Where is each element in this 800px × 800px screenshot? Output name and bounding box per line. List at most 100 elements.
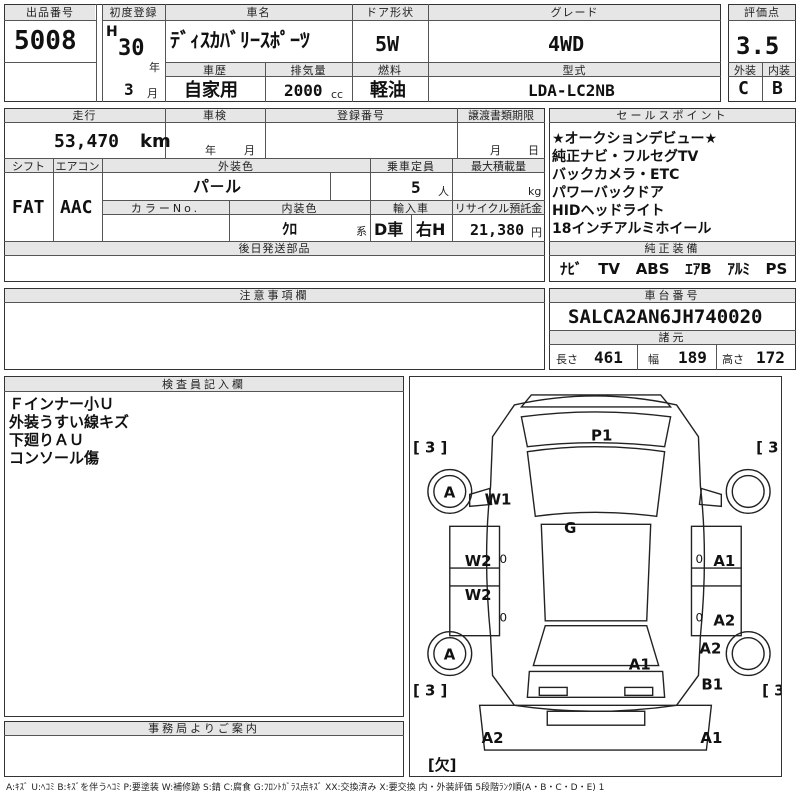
displacement: 2000 [284,81,323,100]
inspector-note-line: コンソール傷 [9,449,100,467]
car-outline-diagram: [ 3 ] [ 3 ] [ 3 ] [ 3 ] [欠] P1 G W1 W2 W… [413,394,781,774]
tire-depth-fl: [ 3 ] [413,439,447,457]
sales-point-line: 純正ナビ・フルセグTV [552,149,699,165]
transfer-label: 譲渡書類期限 [468,109,534,122]
mark-a1-rear: A1 [629,655,651,673]
width-label: 幅 [648,353,659,366]
chassis-number: SALCA2AN6JH740020 [568,306,763,328]
equipment-item: ﾅﾋﾞ [560,260,583,278]
mark-g: G [564,519,576,537]
cc-unit: cc [331,88,344,101]
year-unit: 年 [149,61,160,74]
inspection-label: 車検 [203,109,227,122]
equipment-list: ﾅﾋﾞ TV ABS ｴｱB ｱﾙﾐ PS PW [560,262,800,277]
interior-label: 内装 [768,64,790,77]
mark-a1-rear-bumper: A1 [700,729,722,747]
sales-point-line: パワーバックドア [552,185,664,201]
mark-a2-right-rear-door: A2 [713,612,735,630]
transfer-day-unit: 日 [528,144,539,157]
transfer-month-unit: 月 [490,144,501,157]
history-label: 車歴 [203,64,227,77]
int-color-suffix: 系 [356,225,367,238]
fuel-label: 燃料 [378,64,402,77]
inspector-note-line: 下廻りＡＵ [9,431,85,449]
shift: FAT [12,197,45,218]
mark-a2-rear-bumper: A2 [482,729,504,747]
shift-label: シフト [12,160,45,173]
reg-no-label: 登録番号 [337,109,385,122]
mark-zero-right-rear: 0 [695,611,703,625]
mark-zero-left-front: 0 [500,552,508,566]
mark-w1: W1 [485,490,512,508]
equipment-item: ABS [635,260,670,278]
left-side-outline [449,525,501,637]
int-color-label: 内装色 [281,202,318,215]
specs-label: 諸元 [658,331,687,344]
sales-points-list: ★オークションデビュー★ 純正ナビ・フルセグTV バックカメラ・ETC パワーバ… [552,130,717,238]
equipment-label: 純正装備 [644,242,701,255]
inspection-year-unit: 年 [205,144,216,157]
left-mirror-outline [468,487,493,508]
color-no-label: カラーNo. [130,202,201,215]
sales-point-line: 18インチアルミホイール [552,221,712,237]
mark-zero-right-front: 0 [695,552,703,566]
right-front-wheel [725,468,771,515]
tire-depth-rl: [ 3 ] [413,681,447,699]
mark-p1: P1 [591,427,612,445]
capacity-unit: 人 [438,185,449,198]
damage-diagram: [ 3 ] [ 3 ] [ 3 ] [ 3 ] [欠] P1 G W1 W2 W… [409,376,782,777]
import-label: 輸入車 [393,202,429,215]
exterior-label: 外装 [734,64,756,77]
inspector-label: 検査員記入欄 [162,378,246,391]
sales-point-line: ★オークションデビュー★ [552,131,718,147]
rear-bumper-outline [478,704,713,751]
windshield-outline [526,446,666,518]
sales-point-line: バックカメラ・ETC [552,167,680,183]
mark-a-left-front-wheel: A [444,483,456,501]
grade: 4WD [548,32,585,56]
equipment-item: PS [765,260,788,278]
history: 自家用 [184,80,238,101]
door-label: ドア形状 [366,6,414,19]
inspector-notes: Ｆインナー小Ｕ 外装うすい線キズ 下廻りＡＵ コンソール傷 [9,395,129,467]
capacity-label: 乗車定員 [387,160,435,173]
equipment-item: ｴｱB [685,260,712,278]
mark-w2-front: W2 [465,552,492,570]
inspection-month-unit: 月 [244,144,255,157]
ac-label: エアコン [55,160,100,173]
hood-outline [520,411,672,448]
mark-w2-rear: W2 [465,586,492,604]
score: 3.5 [736,32,780,60]
yen-unit: 円 [531,226,542,239]
capacity: 5 [411,178,421,197]
recycle-fee: 21,380 [470,221,525,239]
mark-a-left-rear-wheel: A [444,646,456,664]
reg-month: 3 [124,80,134,99]
tailgate-outline [526,670,666,699]
right-rear-wheel [725,631,771,677]
mileage-label: 走行 [72,109,97,122]
exterior-grade: C [738,78,749,99]
rear-glass-outline [532,625,660,667]
int-color: ｸﾛ [282,220,298,238]
max-load-unit: kg [528,185,542,198]
tire-depth-rr: [ 3 ] [762,681,781,699]
score-label: 評価点 [744,6,780,19]
equipment-item: TV [598,260,621,278]
right-mirror-outline [698,487,723,508]
model: LDA-LC2NB [528,81,615,100]
sales-point-line: HIDヘッドライト [552,203,665,219]
length: 461 [594,348,623,367]
lot-label: 出品番号 [26,6,74,19]
height: 172 [756,348,785,367]
steering: 右H [416,220,446,239]
grade-label: グレード [550,6,599,19]
ext-color-label: 外装色 [218,160,254,173]
first-reg-label: 初度登録 [109,6,158,19]
ext-color: パ－ル [193,177,242,196]
length-label: 長さ [556,353,578,366]
fuel: 軽油 [370,80,406,101]
chassis-label: 車台番号 [644,289,701,302]
roof-outline [540,523,652,622]
import-type: D車 [374,220,404,239]
